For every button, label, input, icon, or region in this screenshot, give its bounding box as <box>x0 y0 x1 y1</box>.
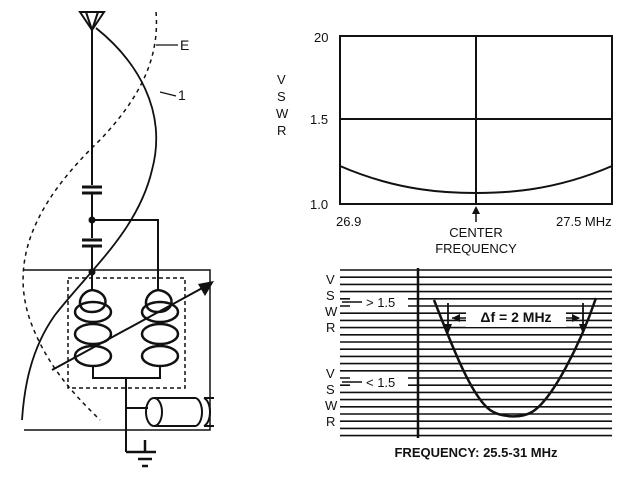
lower-vswr-marker: < 1.5 <box>366 375 395 390</box>
center-frequency-label-2: FREQUENCY <box>435 241 517 256</box>
bandwidth-marker-left <box>444 303 466 334</box>
bottom-upper-ylabel-r: R <box>326 320 335 335</box>
top-xtick-right: 27.5 MHz <box>556 214 612 229</box>
center-frequency-label-1: CENTER <box>449 225 502 240</box>
top-xtick-left: 26.9 <box>336 214 361 229</box>
variable-tuning-arrow-icon <box>51 281 214 371</box>
bottom-lower-ylabel-w: W <box>325 398 338 413</box>
bottom-upper-ylabel-v: V <box>326 272 335 287</box>
capacitor-upper <box>82 185 102 195</box>
antenna-symbol-icon <box>78 11 106 32</box>
voltage-wave-e <box>22 11 158 421</box>
bottom-lower-ylabel-r: R <box>326 414 335 429</box>
capacitor-lower <box>82 238 102 248</box>
bottom-lower-ylabel-s: S <box>326 382 335 397</box>
tuning-box <box>67 277 186 389</box>
bandwidth-label: Δf = 2 MHz <box>480 309 551 325</box>
circuit-frame <box>24 269 211 431</box>
wave-label-1: 1 <box>178 87 186 103</box>
top-ytick-1-0: 1.0 <box>310 197 328 212</box>
top-ylabel-s: S <box>277 89 286 104</box>
top-ylabel-w: W <box>276 106 289 121</box>
top-ytick-20: 20 <box>314 30 328 45</box>
bottom-upper-ylabel-s: S <box>326 288 335 303</box>
top-ylabel-r: R <box>277 123 286 138</box>
bottom-upper-ylabel-w: W <box>325 304 338 319</box>
bottom-xlabel: FREQUENCY: 25.5-31 MHz <box>394 445 558 460</box>
top-ytick-1-5: 1.5 <box>310 112 328 127</box>
bottom-chart-vswr-curve <box>432 297 598 418</box>
upper-vswr-marker: > 1.5 <box>366 295 395 310</box>
coil-right <box>140 288 180 368</box>
wave-label-e: E <box>180 37 189 53</box>
coax-connector-icon <box>125 397 214 427</box>
center-frequency-arrow-icon <box>472 206 480 222</box>
bottom-chart-horizontal-lines <box>340 269 612 437</box>
top-vswr-chart: V S W R 20 1.5 1.0 26.9 27.5 MHz CENTER … <box>276 30 613 256</box>
current-wave-1 <box>21 27 157 421</box>
bottom-vswr-chart: Δf = 2 MHz V S W R > 1.5 V S W R < 1.5 F… <box>325 268 612 460</box>
ground-icon <box>126 440 156 468</box>
bottom-lower-ylabel-v: V <box>326 366 335 381</box>
top-chart-vswr-curve <box>339 165 613 195</box>
bandwidth-marker-right <box>566 303 587 334</box>
antenna-circuit: E 1 <box>21 11 214 468</box>
top-ylabel-v: V <box>277 72 286 87</box>
